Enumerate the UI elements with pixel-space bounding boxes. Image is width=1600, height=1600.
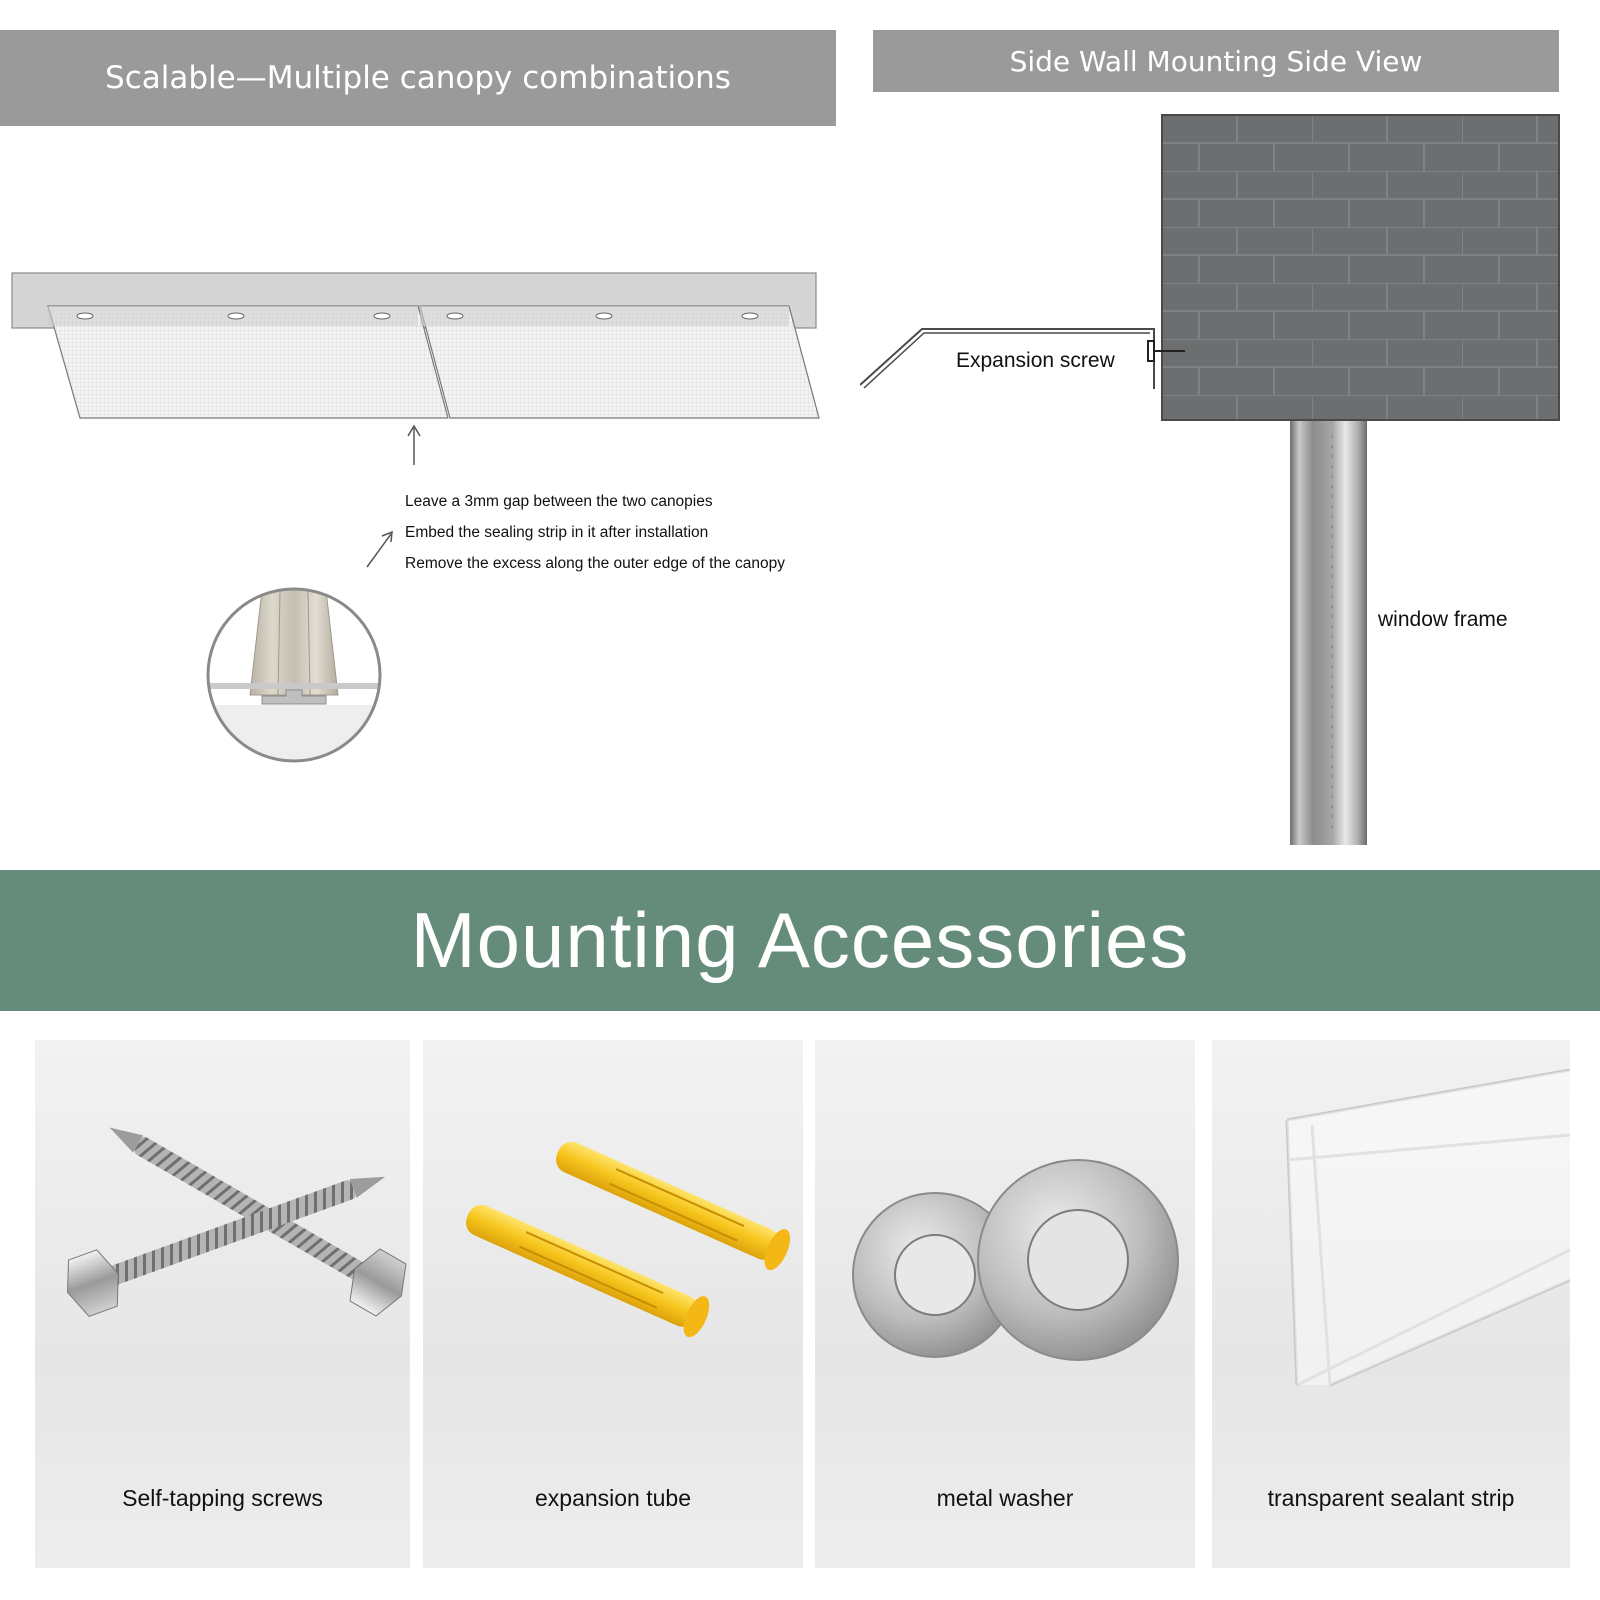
accessory-card-sealant-strip: transparent sealant strip	[1212, 1040, 1570, 1568]
note-gap: Leave a 3mm gap between the two canopies	[405, 493, 713, 510]
transparent-sealant-strip-icon	[1285, 1068, 1570, 1387]
expansion-screw-label: Expansion screw	[956, 349, 1115, 372]
accessory-label-metal-washer: metal washer	[936, 1485, 1074, 1511]
banner-scalable: Scalable—Multiple canopy combinations	[0, 30, 836, 126]
section-title: Mounting Accessories	[410, 896, 1190, 984]
sealing-strip-detail	[208, 589, 380, 761]
note-remove: Remove the excess along the outer edge o…	[405, 555, 785, 572]
banner-side-view-title: Side Wall Mounting Side View	[1009, 44, 1423, 78]
canopy-illustration	[11, 272, 820, 763]
banner-side-view: Side Wall Mounting Side View	[873, 30, 1559, 92]
accessory-label-sealant-strip: transparent sealant strip	[1267, 1485, 1515, 1511]
accessory-label-expansion-tube: expansion tube	[534, 1485, 691, 1511]
accessory-card-metal-washer: metal washer	[815, 1040, 1195, 1568]
side-view-illustration	[859, 114, 1560, 845]
note-embed: Embed the sealing strip in it after inst…	[405, 524, 709, 541]
self-tapping-screws-icon	[67, 1127, 407, 1318]
gap-arrow	[407, 424, 421, 465]
strip-arrow	[366, 530, 393, 568]
side-wall-mounting-diagram: Expansion screw window frame	[859, 95, 1560, 855]
window-frame-pipe	[1290, 421, 1367, 845]
window-frame-label: window frame	[1378, 608, 1508, 631]
accessory-card-screws: Self-tapping screws	[35, 1040, 410, 1568]
accessory-label-screws: Self-tapping screws	[122, 1485, 323, 1511]
canopy-combination-diagram: Leave a 3mm gap between the two canopies…	[0, 130, 845, 850]
expansion-screw-icon	[1147, 340, 1185, 362]
section-band: Mounting Accessories	[0, 870, 1600, 1011]
expansion-tube-icon	[465, 1141, 791, 1338]
metal-washer-icon	[852, 1159, 1179, 1361]
banner-scalable-title: Scalable—Multiple canopy combinations	[105, 60, 731, 96]
brick-wall	[1161, 114, 1560, 421]
accessory-card-expansion-tube: expansion tube	[423, 1040, 803, 1568]
